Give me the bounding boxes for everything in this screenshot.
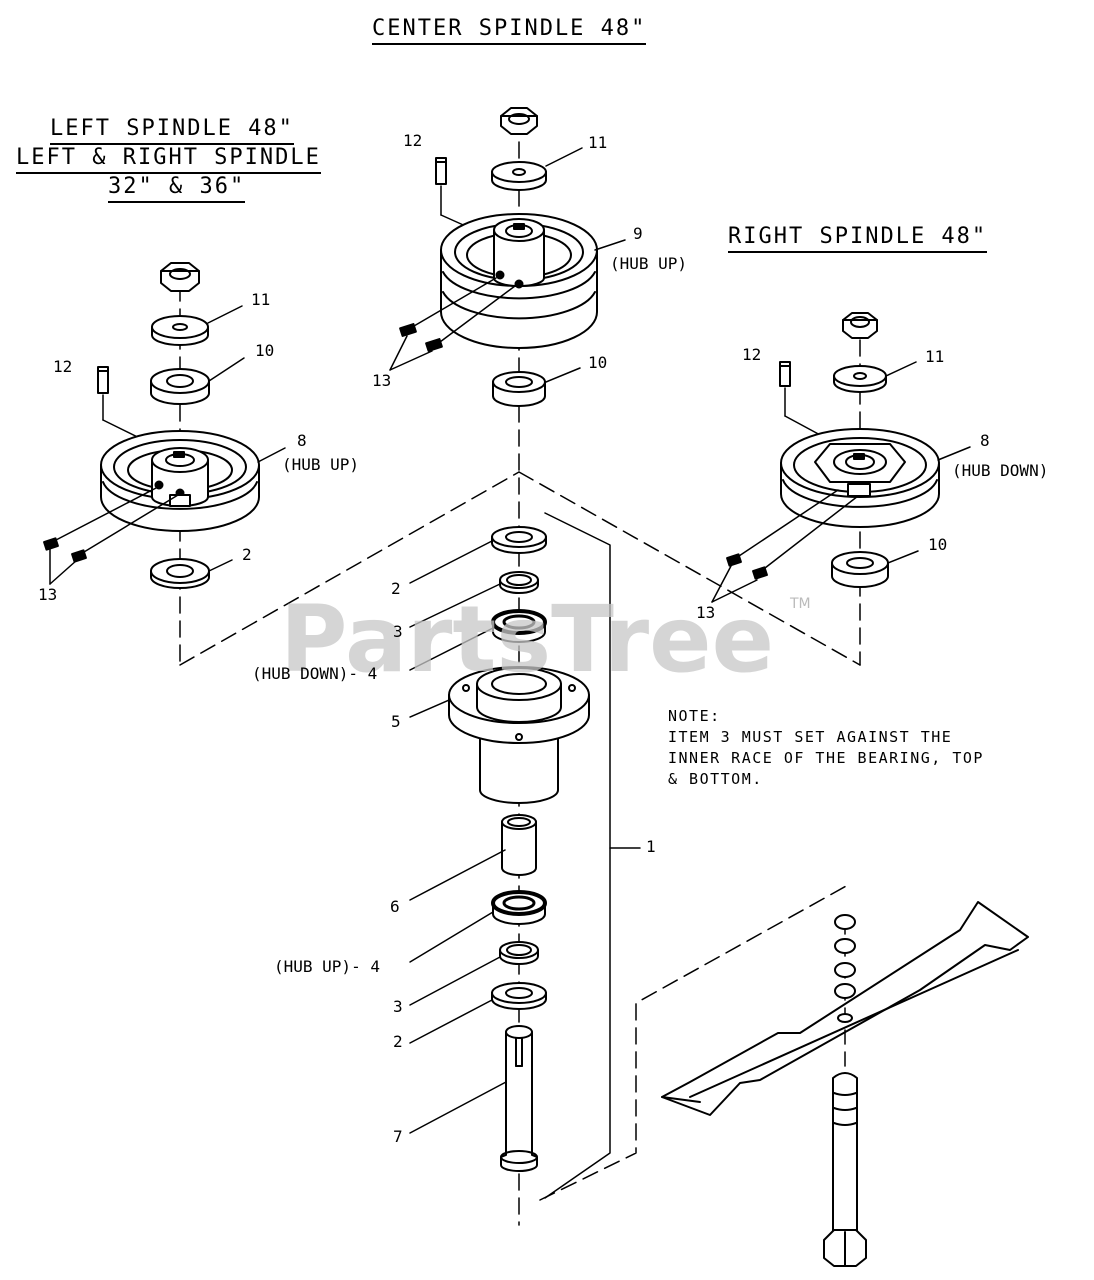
center-nut xyxy=(500,107,538,135)
callout-stack-6: 6 xyxy=(390,897,400,916)
stack-sleeve-6 xyxy=(501,814,537,876)
title-center-spindle: CENTER SPINDLE 48" xyxy=(372,16,647,45)
stack-bearing-4-bottom xyxy=(491,890,547,925)
note-block: NOTE: ITEM 3 MUST SET AGAINST THE INNER … xyxy=(668,706,984,790)
callout-stack-2-bottom: 2 xyxy=(393,1032,403,1051)
left-washer-2 xyxy=(150,558,210,589)
callout-right-8: 8 xyxy=(980,431,990,450)
callout-stack-2-top: 2 xyxy=(391,579,401,598)
callout-left-11: 11 xyxy=(251,290,271,309)
note-line: INNER RACE OF THE BEARING, TOP xyxy=(668,749,984,767)
note-heading: NOTE: xyxy=(668,707,721,725)
title-right-spindle: RIGHT SPINDLE 48" xyxy=(728,224,988,253)
callout-center-9-note: (HUB UP) xyxy=(610,254,688,273)
left-setscrew-13 xyxy=(43,486,179,585)
title-left-spindle-line1: LEFT SPINDLE 48" xyxy=(50,116,294,145)
callout-center-9: 9 xyxy=(633,224,643,243)
watermark: PartsTree xyxy=(280,586,774,693)
callout-left-8-note: (HUB UP) xyxy=(282,455,360,474)
callout-right-8-note: (HUB DOWN) xyxy=(952,461,1049,480)
callout-left-12: 12 xyxy=(53,357,73,376)
callout-center-12: 12 xyxy=(403,131,423,150)
callout-right-10: 10 xyxy=(928,535,948,554)
callout-stack-4-top: (HUB DOWN)- 4 xyxy=(252,664,378,683)
stack-washer-2-bottom xyxy=(491,982,547,1010)
callout-assembly-1: 1 xyxy=(646,837,656,856)
note-line: & BOTTOM. xyxy=(668,770,763,788)
stack-housing-5 xyxy=(448,666,590,804)
stack-bearing-4-top xyxy=(491,609,547,643)
stack-spacer-3-bottom xyxy=(499,941,539,965)
right-pulley-8 xyxy=(780,428,940,528)
note-line: ITEM 3 MUST SET AGAINST THE xyxy=(668,728,953,746)
callout-stack-7: 7 xyxy=(393,1127,403,1146)
right-setscrew-13 xyxy=(711,489,859,603)
blade-dashed-frame xyxy=(539,884,849,1201)
callout-stack-4-bottom: (HUB UP)- 4 xyxy=(274,957,380,976)
left-pulley-8 xyxy=(100,430,260,532)
title-left-spindle-line2: LEFT & RIGHT SPINDLE xyxy=(16,145,321,174)
callout-right-12: 12 xyxy=(742,345,762,364)
watermark-trademark: TM xyxy=(790,596,811,612)
blade-bolt xyxy=(823,914,867,1267)
stack-shaft-7 xyxy=(500,1025,538,1172)
callout-left-13: 13 xyxy=(38,585,58,604)
right-spacer-10 xyxy=(831,551,889,588)
callout-leaders xyxy=(207,147,971,1134)
center-setscrew-13 xyxy=(389,277,516,371)
callout-center-10: 10 xyxy=(588,353,608,372)
left-spacer-10 xyxy=(150,368,210,405)
center-spacer-10 xyxy=(492,371,546,407)
center-washer-11 xyxy=(491,161,547,191)
assembly-bracket-1 xyxy=(544,512,641,1199)
right-nut xyxy=(842,312,878,339)
assembly-dashed-paths xyxy=(179,471,861,666)
callout-center-13: 13 xyxy=(372,371,392,390)
left-washer-11 xyxy=(151,315,209,346)
callout-left-10: 10 xyxy=(255,341,275,360)
callout-left-2: 2 xyxy=(242,545,252,564)
right-washer-11 xyxy=(833,365,887,393)
stack-spacer-3-top xyxy=(499,571,539,594)
callout-left-8: 8 xyxy=(297,431,307,450)
callout-right-13: 13 xyxy=(696,603,716,622)
callout-right-11: 11 xyxy=(925,347,945,366)
title-left-spindle-line3: 32" & 36" xyxy=(108,174,246,203)
center-pulley-9 xyxy=(440,213,598,349)
stack-washer-2-top xyxy=(491,526,547,554)
left-nut xyxy=(160,262,200,292)
callout-stack-3-top: 3 xyxy=(393,622,403,641)
callout-stack-3-bottom: 3 xyxy=(393,997,403,1016)
callout-stack-5: 5 xyxy=(391,712,401,731)
callout-center-11: 11 xyxy=(588,133,608,152)
